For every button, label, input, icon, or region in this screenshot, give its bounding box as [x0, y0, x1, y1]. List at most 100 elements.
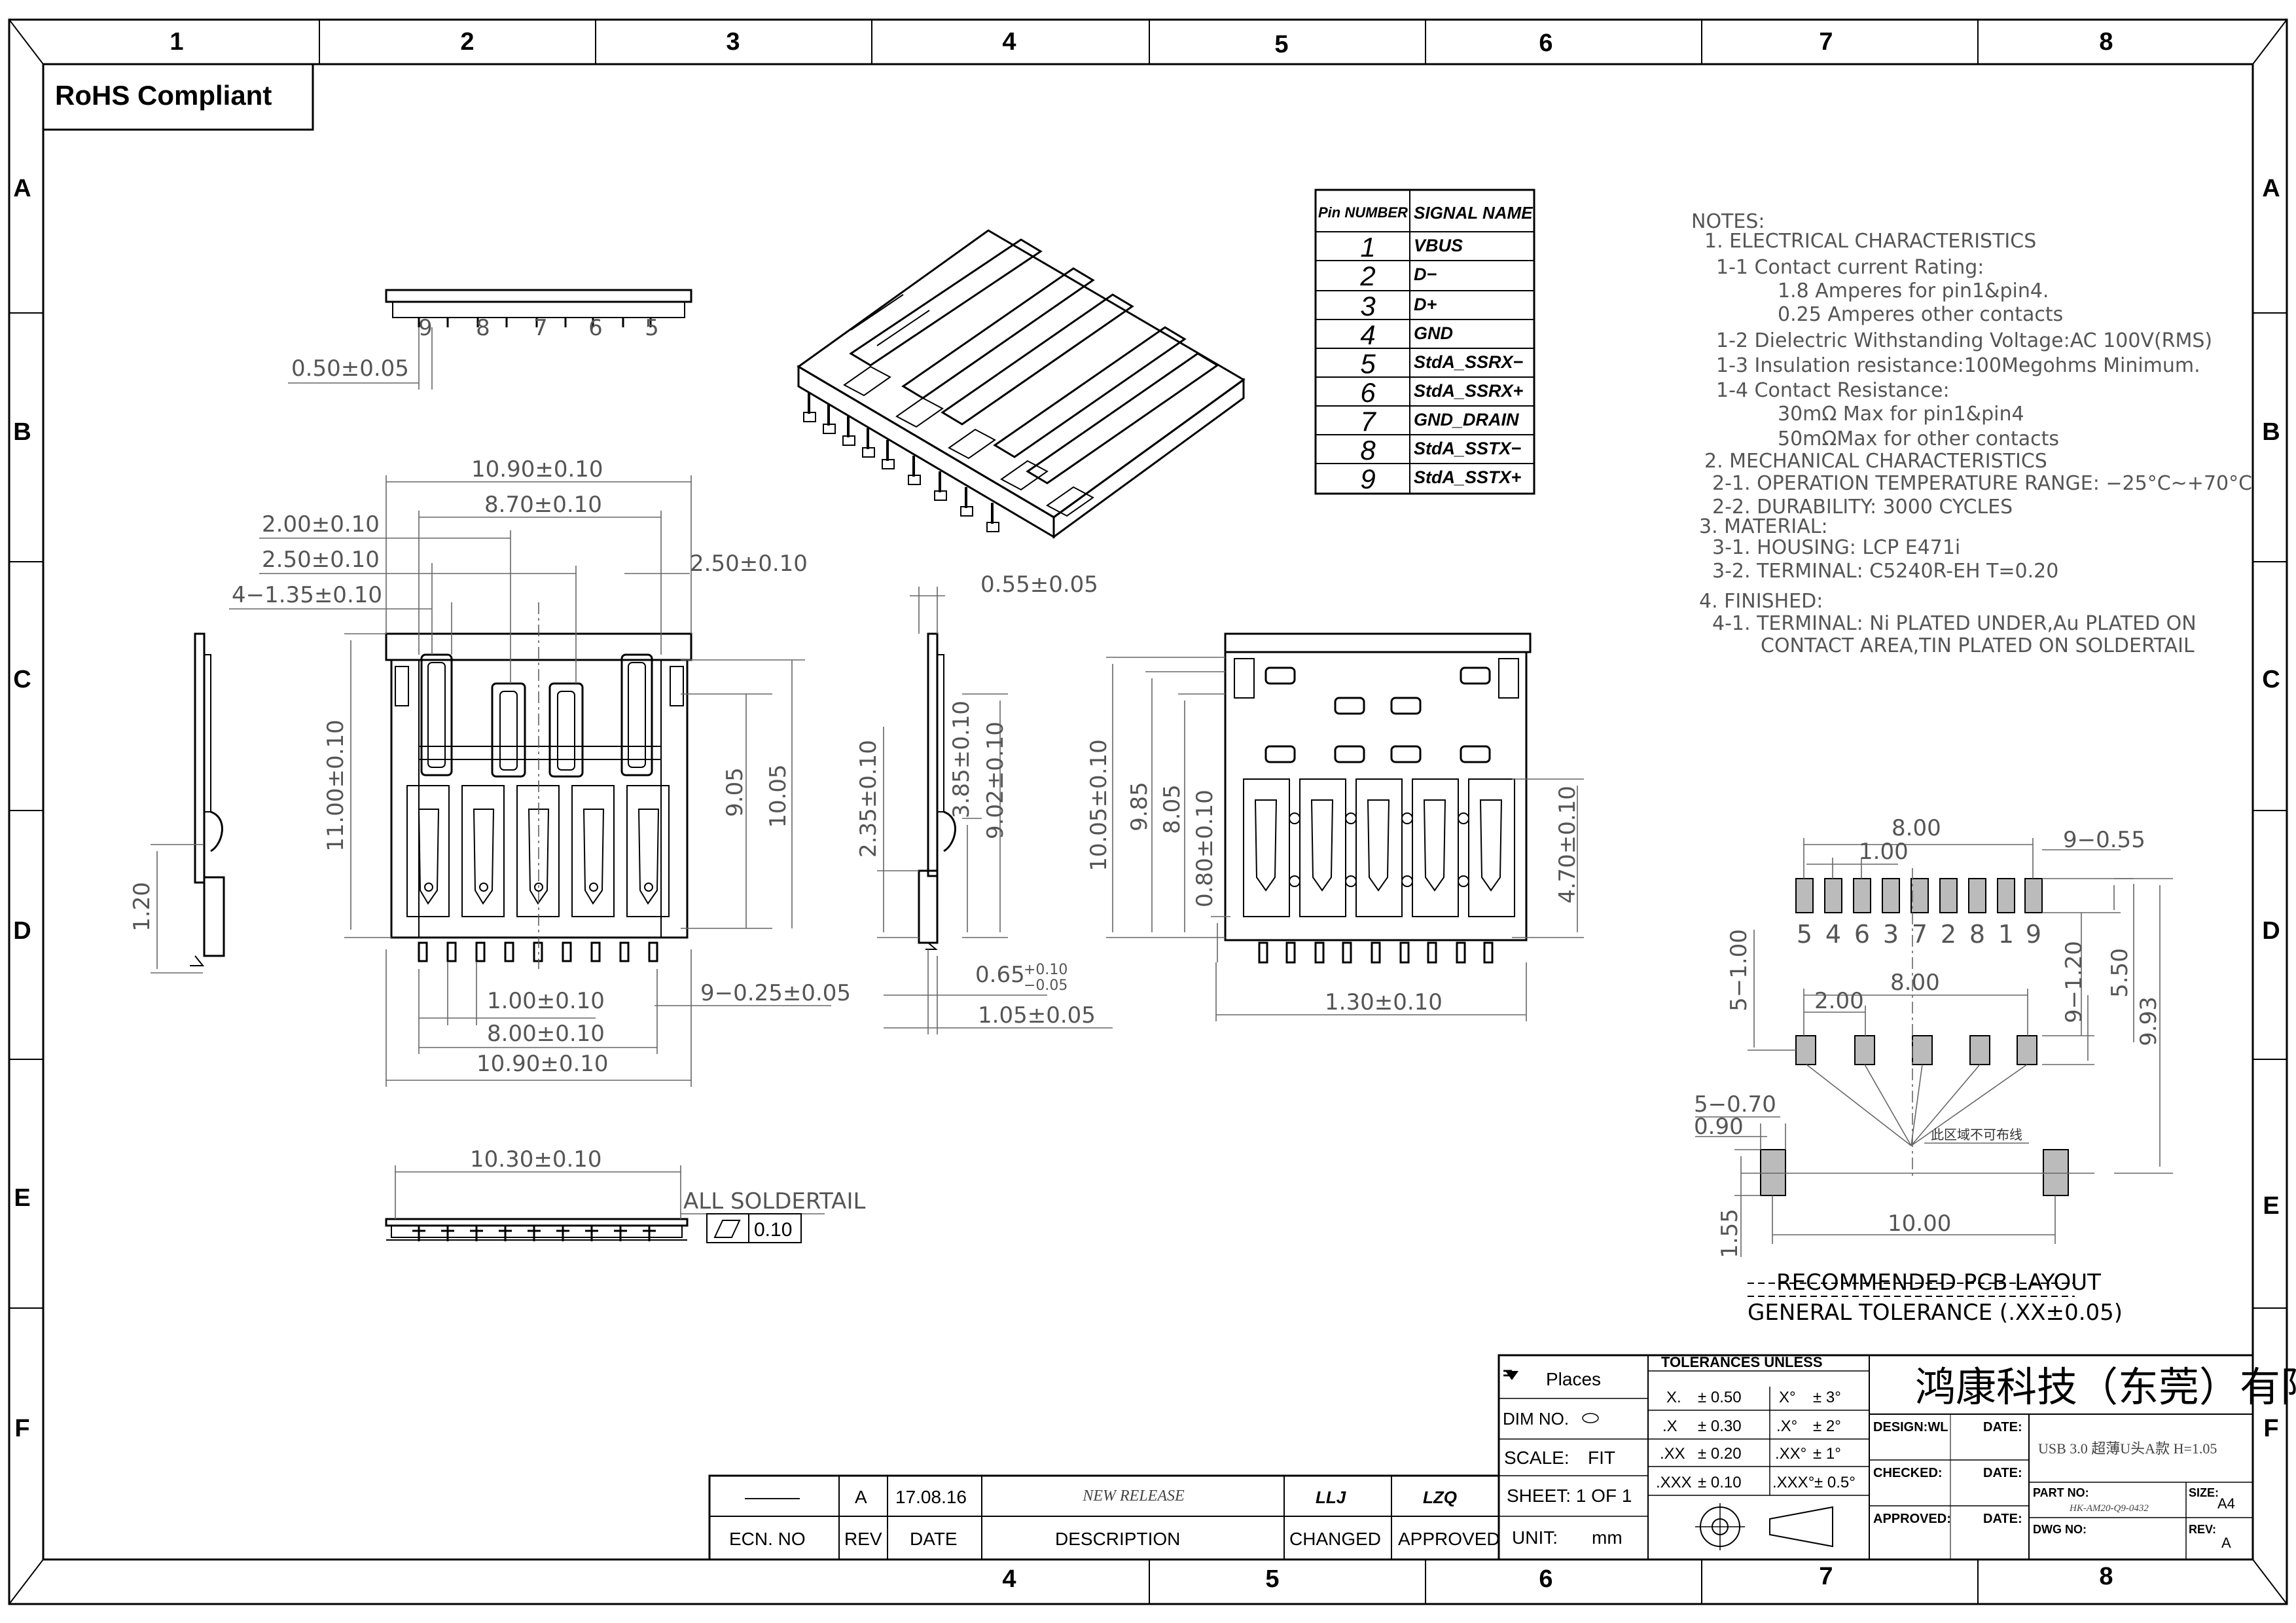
dim-side-r-055: 0.55±0.05	[980, 572, 1098, 598]
pin-number: 7	[1360, 406, 1376, 437]
note-line: 1-2 Dielectric Withstanding Voltage:AC 1…	[1716, 329, 2212, 352]
title-scale-value: FIT	[1588, 1448, 1615, 1468]
note-line: 1-1 Contact current Rating:	[1716, 256, 1984, 279]
bottom-view	[385, 1165, 825, 1243]
drawing-frame: 1 2 3 4 5 6 7 8 4 5 6 7 8 A B C D E F A …	[8, 18, 2288, 1605]
pcb-keepout: 此区域不可布线	[1931, 1127, 2022, 1142]
revision-text: ——— A 17.08.16 NEW RELEASE LLJ LZQ ECN. …	[729, 1487, 1500, 1549]
iso-view	[797, 229, 1246, 539]
col-label-bottom-8: 8	[2099, 1563, 2113, 1590]
tol-value: ± 0.10	[1698, 1474, 1742, 1491]
note-line: 1-3 Insulation resistance:100Megohms Min…	[1716, 354, 2200, 377]
dim-flatness: 0.10	[754, 1219, 792, 1241]
title-description: USB 3.0 超薄U头A款 H=1.05	[2038, 1440, 2217, 1457]
tol-value: ± 0.20	[1698, 1445, 1742, 1463]
tol-angle-label: .XX°	[1775, 1445, 1806, 1463]
rev-header-description: DESCRIPTION	[1055, 1529, 1180, 1549]
dim-front-pitch: 1.00±0.10	[487, 988, 605, 1014]
pcb-dim-pad-pitch: 1.00	[1859, 839, 1909, 865]
top-pin-6: 6	[588, 315, 603, 341]
dim-side-r-065-tol-dn: −0.05	[1024, 977, 1067, 994]
col-label-4: 4	[1002, 28, 1016, 56]
row-label-d: D	[13, 917, 31, 945]
dim-rear-470: 4.70±0.10	[1554, 786, 1581, 903]
row-label-d-right: D	[2262, 917, 2280, 945]
title-dwg-no: DWG NO:	[2033, 1523, 2087, 1536]
pcb-dim-holes-120: 9−1.20	[2061, 941, 2087, 1023]
title-block	[1498, 1354, 2254, 1561]
top-pin-5: 5	[645, 315, 659, 341]
title-rev: A	[2221, 1535, 2231, 1551]
dim-front-tail: 9−0.25±0.05	[700, 980, 851, 1006]
pin-number: 8	[1360, 435, 1376, 465]
pcb-dim-070: 5−0.70	[1694, 1091, 1776, 1118]
pcb-dim-holes-label: 5−1.00	[1726, 929, 1752, 1012]
tol-angle-label: X°	[1779, 1389, 1796, 1406]
title-part-no-label: PART NO:	[2033, 1486, 2089, 1499]
col-label-6: 6	[1539, 29, 1552, 57]
tol-value: ± 0.50	[1698, 1389, 1742, 1406]
pin-signal: D−	[1414, 264, 1437, 284]
note-line: 30mΩ Max for pin1&pin4	[1778, 403, 2024, 426]
notes: NOTES: 1. ELECTRICAL CHARACTERISTICS 1-1…	[1691, 210, 2252, 657]
title-unit-value: mm	[1592, 1527, 1623, 1548]
pin-signal: StdA_SSTX+	[1414, 467, 1522, 487]
title-size-label: SIZE:	[2189, 1486, 2219, 1499]
note-line: 0.25 Amperes other contacts	[1778, 303, 2063, 326]
dim-front-905: 9.05	[722, 767, 748, 817]
rev-header-date: DATE	[910, 1529, 958, 1549]
title-dim-no: DIM NO.	[1503, 1409, 1569, 1429]
rev-changed: LLJ	[1316, 1487, 1346, 1507]
dim-side-r-902: 9.02±0.10	[982, 721, 1009, 839]
dim-front-250-right: 2.50±0.10	[690, 551, 808, 577]
row-label-b-right: B	[2262, 418, 2280, 446]
note-line: NOTES:	[1691, 210, 1765, 233]
pin-number: 5	[1360, 348, 1376, 379]
revision-table	[708, 1474, 1500, 1561]
note-line: 3-2. TERMINAL: C5240R-EH T=0.20	[1712, 560, 2058, 583]
title-design: DESIGN:WL	[1873, 1420, 1948, 1434]
pin-table-header-signal: SIGNAL NAME	[1414, 203, 1533, 223]
title-size: A4	[2217, 1495, 2235, 1512]
dim-front-800: 8.00±0.10	[487, 1021, 605, 1047]
note-line: CONTACT AREA,TIN PLATED ON SOLDERTAIL	[1761, 634, 2195, 657]
pin-table-header-number: Pin NUMBER	[1318, 204, 1408, 221]
pin-signal: VBUS	[1414, 236, 1463, 255]
dim-top-pitch: 0.50±0.05	[291, 356, 409, 382]
right-side-dims: 0.55±0.05 2.35±0.10 3.85±0.10 9.02±0.10 …	[855, 572, 1098, 1029]
row-label-a: A	[13, 175, 31, 202]
right-side-view	[877, 587, 1113, 1034]
pcb-pad-number: 6	[1854, 920, 1870, 949]
rev-rev: A	[855, 1487, 867, 1507]
tol-angle-value: ± 2°	[1813, 1417, 1841, 1435]
pin-number: 6	[1360, 377, 1376, 408]
pcb-pad-number: 3	[1883, 920, 1899, 949]
top-view: 9 8 7 6 5 0.50±0.05	[288, 289, 692, 390]
dim-side-r-235: 2.35±0.10	[855, 740, 882, 858]
row-label-f-right: F	[2263, 1415, 2278, 1442]
pcb-pad-number: 9	[2026, 920, 2041, 949]
pcb-dim-holes-pitch: 2.00	[1814, 988, 1864, 1014]
pcb-layout	[1695, 838, 2173, 1297]
row-label-f: F	[14, 1415, 29, 1442]
row-label-e: E	[14, 1184, 30, 1212]
title-rev-label: REV:	[2189, 1523, 2216, 1536]
note-line: 2-2. DURABILITY: 3000 CYCLES	[1712, 496, 2013, 519]
pin-signal: D+	[1414, 295, 1437, 314]
top-pin-9: 9	[418, 315, 433, 341]
rev-header-changed: CHANGED	[1289, 1529, 1381, 1549]
pin-number: 3	[1360, 291, 1375, 321]
rev-description: NEW RELEASE	[1082, 1487, 1185, 1504]
pin-signal: GND_DRAIN	[1414, 410, 1519, 429]
rear-view-dims: 10.05±0.10 9.85 8.05 0.80±0.10 4.70±0.10…	[1086, 739, 1581, 1015]
pcb-pad-number: 7	[1912, 920, 1928, 949]
dim-front-135: 4−1.35±0.10	[232, 582, 382, 608]
col-label-3: 3	[726, 28, 740, 56]
pcb-title: RECOMMENDED PCB LAYOUT	[1776, 1269, 2101, 1296]
note-line: 3-1. HOUSING: LCP E471i	[1712, 536, 1960, 559]
tol-value: ± 0.30	[1698, 1417, 1742, 1435]
dim-front-1005: 10.05	[765, 764, 791, 828]
title-places-symbol: =	[1503, 1363, 1513, 1383]
dim-side-r-105: 1.05±0.05	[978, 1002, 1096, 1029]
col-label-bottom-7: 7	[1819, 1563, 1833, 1590]
